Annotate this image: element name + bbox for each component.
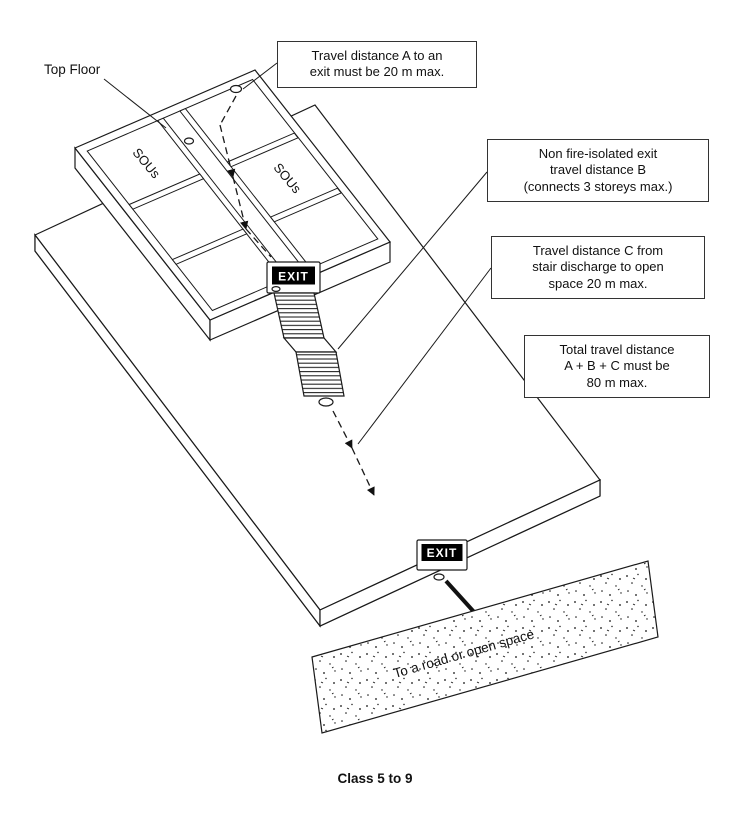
door-handle-icon	[271, 286, 281, 293]
leader-distance-a	[242, 62, 278, 90]
leader-lines	[103, 62, 492, 445]
partition-wall	[269, 187, 342, 223]
occupant-marker-icon	[229, 84, 243, 94]
road-open-space: To a road or open space	[311, 560, 659, 734]
travel-path-a	[219, 95, 272, 258]
stair-discharge-marker-icon	[318, 397, 334, 407]
leader-distance-c	[357, 267, 492, 445]
exit-sign-2-label: EXIT	[427, 546, 458, 560]
leader-top-floor	[103, 78, 167, 129]
annotation-travel-distance-c: Travel distance C from stair discharge t…	[491, 236, 705, 299]
stairway	[273, 292, 345, 407]
figure-caption: Class 5 to 9	[337, 771, 413, 786]
leader-distance-b	[337, 171, 488, 350]
door-marker-icon	[183, 137, 195, 145]
partition-wall	[171, 228, 248, 265]
annotation-total-travel-distance: Total travel distance A + B + C must be …	[524, 335, 710, 398]
partition-wall	[128, 173, 205, 210]
exit-sign-1: EXIT	[266, 261, 321, 294]
door-handle-icon	[433, 573, 445, 581]
annotation-travel-distance-b: Non fire-isolated exit travel distance B…	[487, 139, 709, 202]
exit-sign-1-label: EXIT	[278, 270, 309, 284]
travel-path-c	[332, 410, 375, 496]
top-floor-label: Top Floor	[44, 62, 101, 77]
annotation-travel-distance-a: Travel distance A to an exit must be 20 …	[277, 41, 477, 88]
exit-sign-2: EXIT	[416, 539, 468, 581]
